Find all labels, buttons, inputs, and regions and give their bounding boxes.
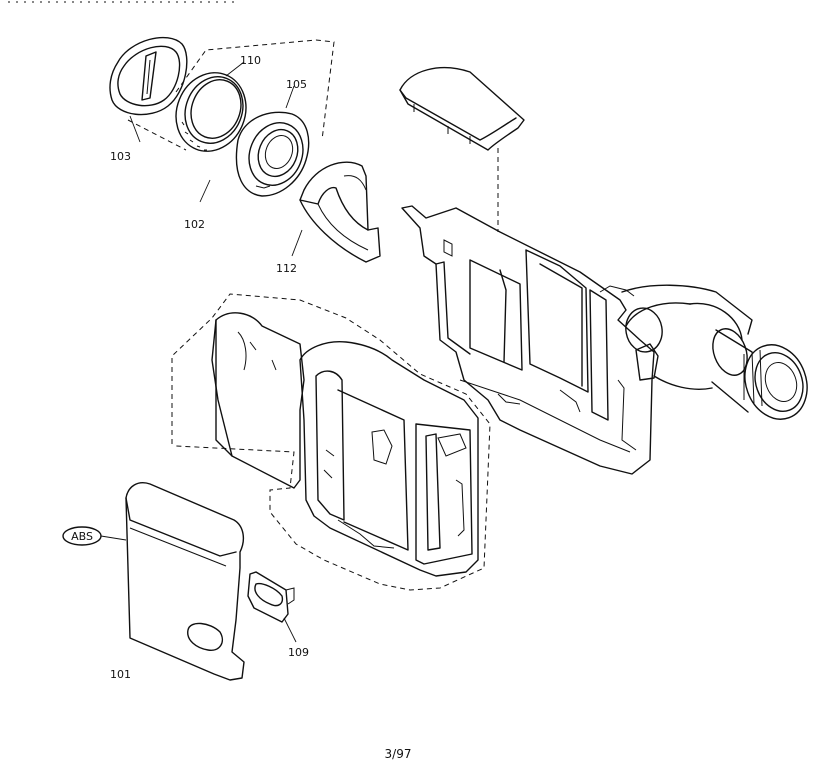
page-number: 3/97 [385,747,412,761]
part-label-110: 110 [240,54,261,67]
lens-cap-103 [109,36,188,116]
part-label-112: 112 [276,262,297,275]
abs-label: ABS [71,530,93,543]
camera-lens-barrel [621,284,808,420]
grip-strap-112 [299,161,381,263]
part-label-109: 109 [288,646,309,659]
leader-lines [129,61,303,643]
assembly-lines-top [127,39,335,151]
button-109 [247,571,295,623]
body-housing [171,293,491,591]
lens-hood-105 [235,111,310,197]
part-label-103: 103 [110,150,131,163]
abs-material-marker: ABS [62,526,127,546]
main-chassis [401,205,655,475]
part-labels: 103 110 105 102 112 109 101 [110,54,309,681]
filter-ring-110 [175,72,247,152]
part-label-102: 102 [184,218,205,231]
part-label-101: 101 [110,668,131,681]
side-cover-101 [125,482,245,681]
part-label-105: 105 [286,78,307,91]
top-cover [399,66,525,232]
